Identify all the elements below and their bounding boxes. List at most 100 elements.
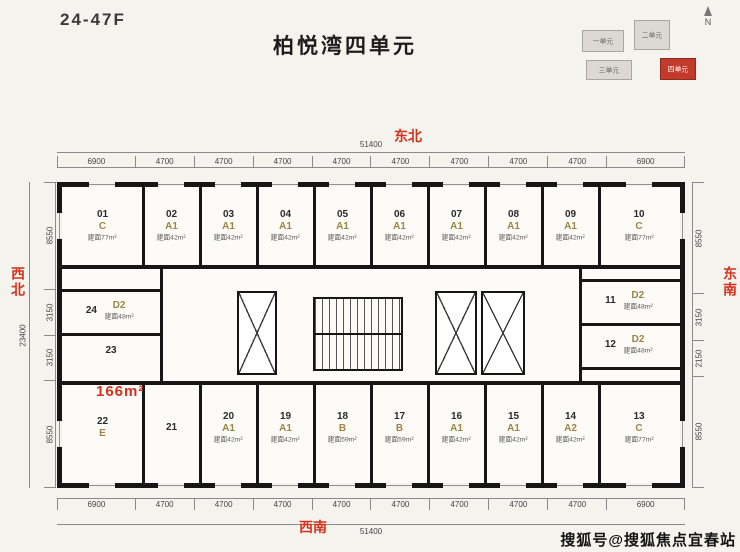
unit-type: D2 <box>631 334 645 346</box>
dimension-segment: 8550 <box>693 182 704 293</box>
north-arrow-icon: N <box>700 6 716 27</box>
dimension-segment: 4700 <box>429 156 488 167</box>
dimension-segment: 4700 <box>252 499 312 510</box>
wall <box>582 323 680 326</box>
dimension-segment: 4700 <box>547 156 606 167</box>
wall <box>582 367 680 370</box>
wall <box>142 385 145 483</box>
keyplan-block-unit4-highlighted: 四单元 <box>660 58 696 80</box>
unit-cell-12: 12 D2 建面48m² <box>584 325 676 365</box>
direction-southeast: 东南 <box>722 266 738 298</box>
unit-type: A1 <box>222 423 235 435</box>
wall <box>199 187 202 265</box>
unit-area: 建面77m² <box>87 233 118 242</box>
unit-cell-16: 16 A1 建面42m² <box>431 397 482 459</box>
unit-number: 05 <box>336 209 349 221</box>
unit-type: A1 <box>222 221 235 233</box>
dimension-segment: 4700 <box>134 156 194 167</box>
unit-type: A1 <box>279 221 292 233</box>
unit-area: 建面42m² <box>555 435 586 444</box>
wall <box>370 187 373 265</box>
unit-cell-24: 24 D2 建面48m² <box>64 291 158 331</box>
wall <box>62 289 160 292</box>
unit-cell-07: 07 A1 建面42m² <box>431 191 482 261</box>
unit-area: 建面42m² <box>213 233 244 242</box>
wall <box>427 187 430 265</box>
dimension-segment: 8550 <box>693 375 704 487</box>
unit-cell-21: 21 <box>146 397 197 459</box>
unit-area: 建面48m² <box>623 302 653 311</box>
unit-area: 建面77m² <box>624 233 654 242</box>
dimension-segment: 4700 <box>193 156 253 167</box>
dimension-segment: 4700 <box>488 499 547 510</box>
keyplan: N 一单元 二单元 三单元 四单元 <box>558 4 722 100</box>
unit-cell-02: 02 A1 建面42m² <box>146 191 197 261</box>
unit-number: 18 <box>336 411 349 423</box>
unit-number: 11 <box>605 295 616 306</box>
window-gap <box>215 182 241 187</box>
unit-area: 建面48m² <box>623 346 653 355</box>
dimension-value: 51400 <box>359 527 383 536</box>
wall <box>427 385 430 483</box>
unit-number: 15 <box>507 411 520 423</box>
window-gap <box>89 182 115 187</box>
unit-area: 建面42m² <box>270 233 301 242</box>
unit-number: 21 <box>165 422 178 433</box>
dimension-value: 23400 <box>19 323 28 347</box>
unit-cell-23: 23 <box>64 335 158 367</box>
wall <box>370 385 373 483</box>
wall <box>256 385 259 483</box>
unit-cell-22: 22 E <box>64 397 141 459</box>
dimension-total-left: 23400 <box>18 182 30 488</box>
unit-area: 建面42m² <box>384 233 415 242</box>
window-gap <box>57 213 62 239</box>
wall <box>160 269 163 381</box>
unit-number: 20 <box>222 411 235 423</box>
unit-number: 07 <box>450 209 463 221</box>
keyplan-block-unit3: 三单元 <box>586 60 632 80</box>
window-gap <box>500 182 526 187</box>
unit-type: A1 <box>165 221 178 233</box>
wall <box>484 385 487 483</box>
window-gap <box>500 483 526 488</box>
window-gap <box>89 483 115 488</box>
dimension-segment: 6900 <box>57 156 135 167</box>
wall <box>541 187 544 265</box>
unit-number: 16 <box>450 411 463 423</box>
dimension-segment: 8550 <box>44 380 55 487</box>
unit-type: A1 <box>393 221 406 233</box>
unit-number: 01 <box>96 209 109 221</box>
dimension-segment: 4700 <box>370 156 429 167</box>
dimension-segment: 4700 <box>193 499 253 510</box>
direction-northwest: 西北 <box>10 266 26 298</box>
wall <box>598 385 601 483</box>
unit-area: 建面42m² <box>156 233 187 242</box>
unit-type: A1 <box>507 423 520 435</box>
direction-northeast: 东北 <box>394 128 422 144</box>
unit-number: 19 <box>279 411 292 423</box>
wall <box>256 187 259 265</box>
wall <box>62 381 680 385</box>
elevator-shaft <box>481 291 525 375</box>
dimension-row-bottom: 6900 4700 4700 4700 4700 4700 4700 4700 … <box>57 498 685 510</box>
unit-type: A2 <box>564 423 577 435</box>
highlight-area-label: 166m² <box>96 383 145 400</box>
unit-area: 建面42m² <box>213 435 244 444</box>
unit-area: 建面59m² <box>327 435 358 444</box>
floor-range-label: 24-47F <box>60 10 126 29</box>
elevator-shaft <box>237 291 277 375</box>
elevator-shaft <box>435 291 477 375</box>
unit-cell-11: 11 D2 建面48m² <box>584 281 676 321</box>
window-gap <box>443 483 469 488</box>
window-gap <box>386 483 412 488</box>
unit-type: A1 <box>450 423 463 435</box>
unit-type: B <box>395 423 404 435</box>
watermark: 搜狐号@搜狐焦点宜春站 <box>560 532 736 549</box>
unit-number: 10 <box>633 209 645 221</box>
window-gap <box>272 182 298 187</box>
keyplan-block-label: 一单元 <box>592 37 614 45</box>
keyplan-block-label: 二单元 <box>641 31 663 39</box>
unit-cell-17: 17 B 建面59m² <box>374 397 425 459</box>
dimension-value: 51400 <box>359 140 383 149</box>
staircase <box>313 297 403 371</box>
